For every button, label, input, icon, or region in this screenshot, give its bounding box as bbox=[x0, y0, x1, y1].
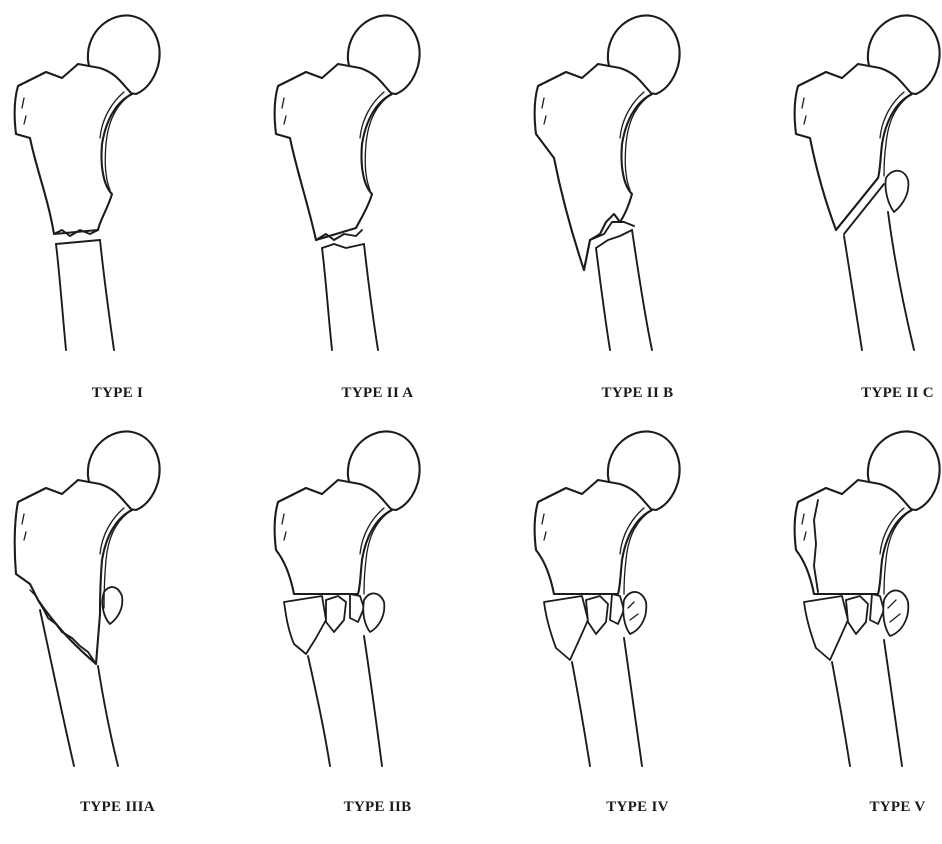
panel-label: TYPE II C bbox=[780, 385, 942, 402]
femur-drawing-type-ii-c bbox=[780, 8, 942, 368]
femur-drawing-type-i bbox=[0, 8, 235, 368]
panel-type-iiib: TYPE IIB bbox=[260, 424, 495, 844]
panel-type-ii-c: TYPE II C bbox=[780, 8, 942, 428]
panel-label: TYPE II B bbox=[520, 385, 755, 402]
panel-type-i: TYPE I bbox=[0, 8, 235, 428]
panel-label: TYPE V bbox=[780, 799, 942, 816]
panel-label: TYPE IIB bbox=[260, 799, 495, 816]
panel-type-iv: TYPE IV bbox=[520, 424, 755, 844]
panel-label: TYPE I bbox=[0, 385, 235, 402]
panel-type-iiia: TYPE IIIA bbox=[0, 424, 235, 844]
panel-label: TYPE II A bbox=[260, 385, 495, 402]
femur-drawing-type-v bbox=[780, 424, 942, 784]
panel-type-ii-b: TYPE II B bbox=[520, 8, 755, 428]
panel-type-v: TYPE V bbox=[780, 424, 942, 844]
femur-drawing-type-iiia bbox=[0, 424, 235, 784]
femur-drawing-type-ii-a bbox=[260, 8, 495, 368]
panel-label: TYPE IV bbox=[520, 799, 755, 816]
femur-drawing-type-ii-b bbox=[520, 8, 755, 368]
panel-label: TYPE IIIA bbox=[0, 799, 235, 816]
femur-drawing-type-iv bbox=[520, 424, 755, 784]
femur-drawing-type-iiib bbox=[260, 424, 495, 784]
panel-type-ii-a: TYPE II A bbox=[260, 8, 495, 428]
